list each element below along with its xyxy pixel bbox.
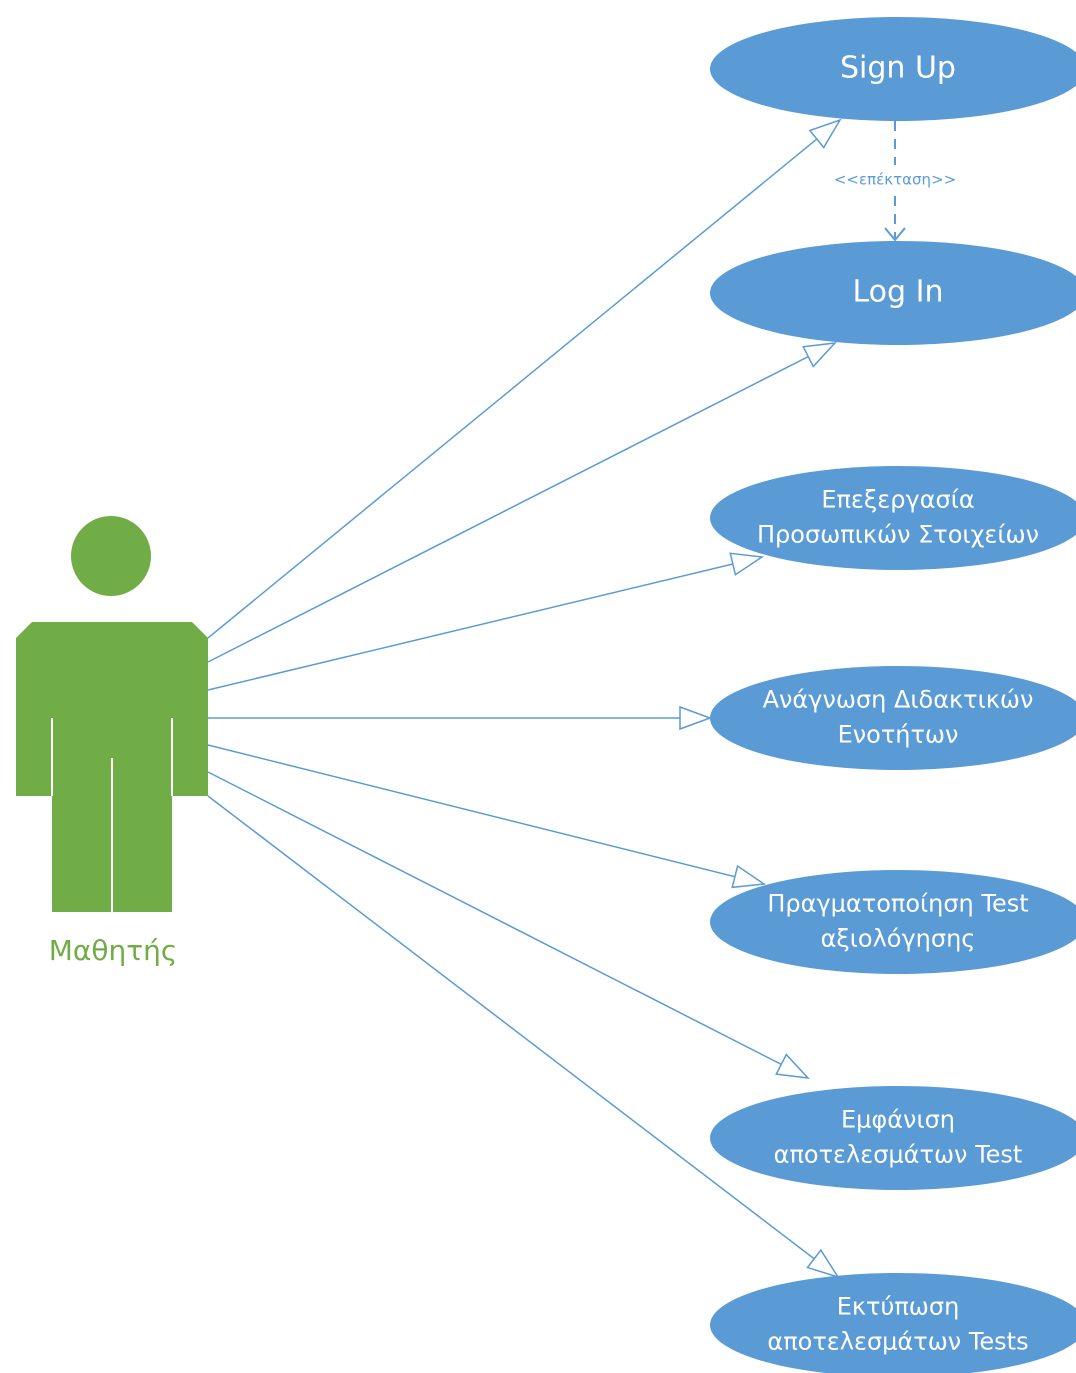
use-case-label-line: Εκτύπωση: [837, 1293, 960, 1321]
actor-name: Μαθητής: [49, 934, 178, 967]
use-case-label-line: Προσωπικών Στοιχείων: [757, 520, 1039, 548]
use-case-label-line: αποτελεσμάτων Tests: [767, 1327, 1028, 1355]
use-case-ellipse: [710, 666, 1076, 770]
association-arrowhead-sign-up: [808, 118, 842, 149]
use-case-label-line: Επεξεργασία: [821, 486, 974, 514]
association-arrowhead-show-results: [775, 1053, 810, 1079]
association-arrowhead-print-results: [806, 1248, 840, 1279]
use-case-label-line: Log In: [853, 275, 944, 310]
use-case-label-line: Πραγματοποίηση Test: [767, 890, 1028, 918]
use-case-ellipse: [710, 17, 1076, 121]
association-line-log-in: [207, 342, 836, 663]
use-case-print-results: Εκτύπωση αποτελεσμάτων Tests: [710, 1273, 1076, 1373]
extend-stereotype-label: <<επέκταση>>: [834, 171, 956, 189]
use-case-ellipse: [710, 466, 1076, 570]
use-case-ellipse: [710, 1273, 1076, 1373]
associations: [207, 118, 842, 1279]
use-case-ellipse: [710, 241, 1076, 345]
use-case-label-line: αξιολόγησης: [821, 924, 976, 952]
actor-head: [71, 516, 151, 596]
use-case-show-results: Εμφάνιση αποτελεσμάτων Test: [710, 1086, 1076, 1190]
use-case-take-test: Πραγματοποίηση Test αξιολόγησης: [710, 870, 1076, 974]
association-line-show-results: [207, 771, 809, 1079]
use-case-label-line: Sign Up: [840, 51, 956, 86]
extend-relationship: <<επέκταση>>: [834, 121, 956, 242]
actor-student: Μαθητής: [16, 516, 208, 967]
association-arrowhead-take-test: [731, 864, 767, 889]
use-case-log-in: Log In: [710, 241, 1076, 345]
association-line-edit-personal-details: [207, 556, 763, 691]
association-arrowhead-log-in: [802, 342, 837, 368]
use-case-ellipse: [710, 1086, 1076, 1190]
association-line-sign-up: [207, 119, 841, 639]
use-case-label-line: Ανάγνωση Διδακτικών: [763, 686, 1034, 714]
use-case-ellipse: [710, 870, 1076, 974]
association-line-print-results: [207, 795, 839, 1278]
association-arrowhead-edit-personal-details: [729, 552, 765, 576]
person-icon: [16, 516, 208, 912]
extend-arrowhead: [884, 227, 906, 242]
use-case-sign-up: Sign Up: [710, 17, 1076, 121]
use-case-label-line: Εμφάνιση: [841, 1106, 955, 1134]
association-line-take-test: [207, 744, 765, 885]
use-case-label-line: αποτελεσμάτων Test: [774, 1140, 1023, 1168]
use-case-label-line: Ενοτήτων: [838, 720, 959, 748]
association-arrowhead-read-lessons: [679, 705, 713, 731]
